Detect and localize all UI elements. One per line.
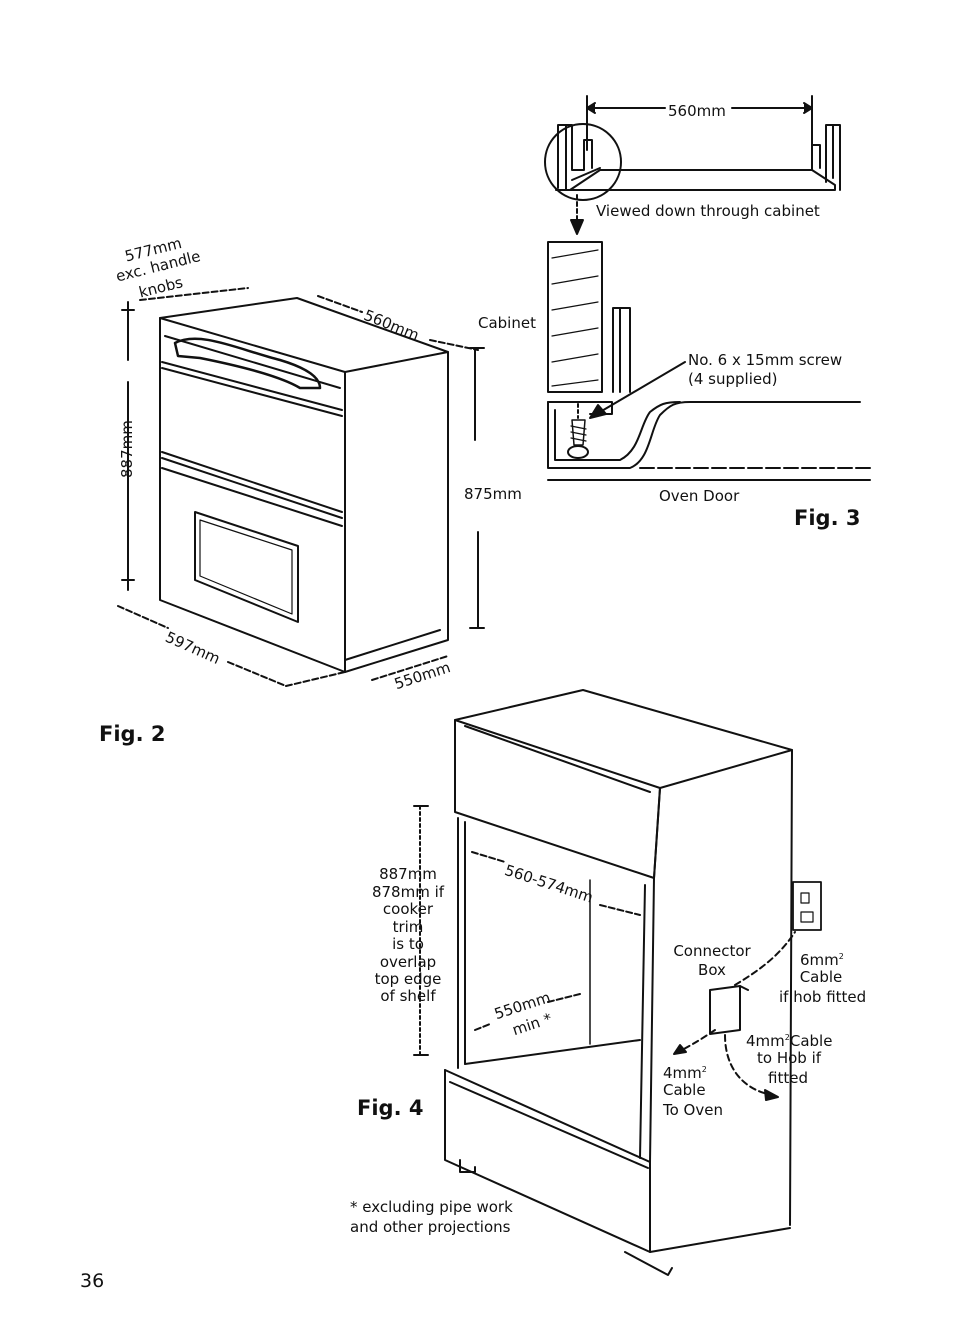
fig4-cable4oven-unit: 4mm — [663, 1064, 702, 1082]
fig4-cable4hob-word: Cable — [789, 1032, 833, 1050]
fig3-screw-label-1: No. 6 x 15mm screw — [688, 351, 843, 369]
fig4-height-label-8: of shelf — [380, 987, 436, 1005]
fig4-height-label-5: is to — [392, 935, 424, 953]
fig3-screw-label-2: (4 supplied) — [688, 370, 778, 388]
fig4-height-label-3: cooker — [382, 900, 434, 918]
fig3-width-label: 560mm — [668, 102, 726, 120]
page-number: 36 — [80, 1270, 105, 1292]
fig4-height-label-4: trim — [392, 918, 424, 936]
fig2-caption: Fig. 2 — [99, 722, 166, 746]
fig3-top-detail — [544, 95, 841, 235]
fig4-cable6-sup: 2 — [838, 952, 844, 961]
fig4-height-label-1: 887mm — [379, 865, 437, 883]
fig4-cable4hob-label-3: fitted — [768, 1069, 808, 1087]
fig2-height-left-label: 887mm — [118, 420, 136, 478]
fig4-connector-label-1: Connector — [673, 942, 751, 960]
fig4-height-label-6: overlap — [379, 953, 437, 971]
fig2-oven-drawing — [117, 287, 485, 687]
fig4-cable4oven-label-1: 4mm2 — [663, 1060, 707, 1083]
fig4-cable4hob-label-2: to Hob if — [757, 1049, 822, 1067]
fig4-cable6-label-3: if hob fitted — [779, 988, 867, 1006]
fig3-oven-door-label: Oven Door — [659, 487, 740, 505]
fig4-caption: Fig. 4 — [357, 1096, 424, 1120]
fig4-cable4oven-label-3: To Oven — [663, 1101, 723, 1119]
fig4-cable4hob-label-1: 4mm2Cable — [746, 1028, 832, 1051]
fig4-cable4hob-sup: 2 — [784, 1033, 790, 1042]
fig4-connector-label-2: Box — [698, 961, 726, 979]
fig4-footnote-1: * excluding pipe work — [350, 1198, 513, 1216]
fig3-cabinet-label: Cabinet — [478, 314, 536, 332]
fig4-cable6-unit: 6mm — [800, 951, 839, 969]
fig3-section-detail — [547, 241, 871, 481]
fig4-height-label-2: 878mm if — [371, 883, 445, 901]
fig4-cable4oven-sup: 2 — [701, 1065, 707, 1074]
fig3-caption: Fig. 3 — [794, 506, 861, 530]
fig3-viewed-label: Viewed down through cabinet — [596, 202, 820, 220]
fig4-height-label-7: top edge — [374, 970, 442, 988]
fig4-footnote-2: and other projections — [350, 1218, 511, 1236]
fig2-height-right-label: 875mm — [464, 485, 522, 503]
fig4-cabinet-drawing — [413, 689, 822, 1276]
fig4-cable4oven-label-2: Cable — [663, 1081, 706, 1099]
fig4-cable6-label-1: 6mm2 — [800, 947, 844, 970]
fig4-cable4hob-unit: 4mm — [746, 1032, 785, 1050]
fig4-cable6-label-2: Cable — [799, 968, 843, 986]
